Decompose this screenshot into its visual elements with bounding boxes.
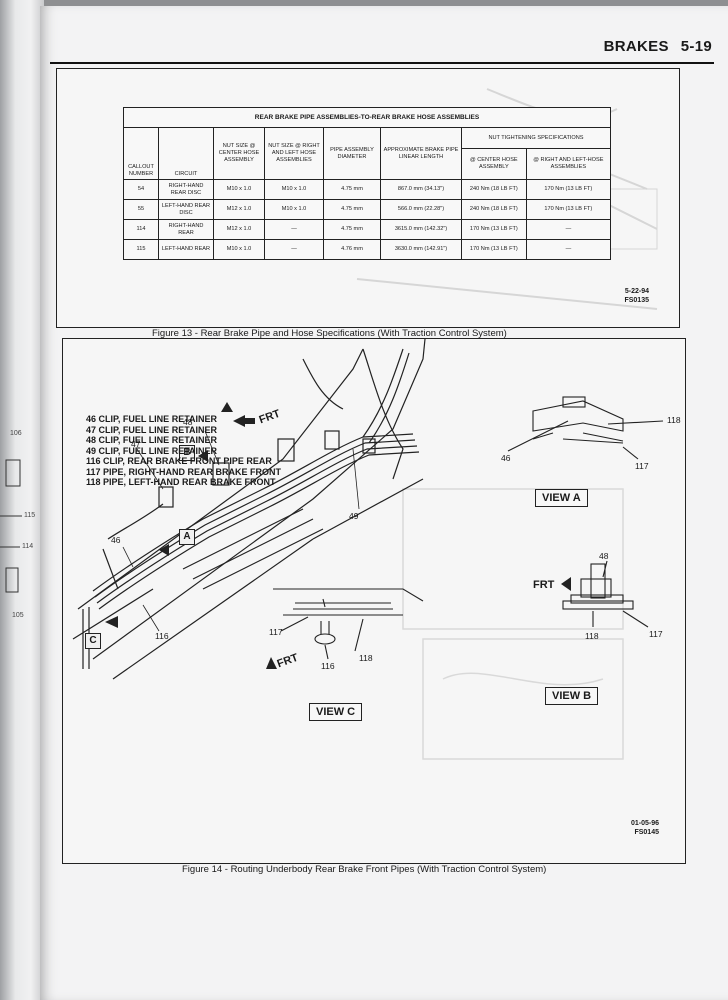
- view-marker-b: B: [179, 445, 195, 461]
- table-row: 54 RIGHT-HAND REAR DISC M10 x 1.0 M10 x …: [123, 179, 612, 200]
- manual-page: BRAKES 5-19 REAR BRAKE PIPE ASSEMBLIES-TO…: [40, 6, 728, 1000]
- header-rule: [50, 62, 714, 64]
- legend-item: 49 CLIP, FUEL LINE RETAINER: [86, 445, 218, 456]
- left-page-edge: 106 115 114 105: [0, 0, 44, 1000]
- callout-48: 48: [183, 417, 193, 427]
- view-a-label: VIEW A: [535, 489, 588, 507]
- cell: —: [264, 219, 324, 240]
- callout-46: 46: [111, 535, 121, 545]
- cell: 170 Nm (13 LB FT): [461, 239, 527, 260]
- frt-label: FRT: [533, 579, 555, 591]
- cell: 54: [123, 179, 159, 200]
- view-b-label: VIEW B: [545, 687, 599, 705]
- figure-13-caption: Figure 13 - Rear Brake Pipe and Hose Spe…: [152, 328, 507, 339]
- col-header: NUT SIZE @ CENTER HOSE ASSEMBLY: [213, 127, 265, 180]
- col-header: PIPE ASSEMBLY DIAMETER: [323, 127, 381, 180]
- cell: 867.0 mm (34.13"): [380, 179, 462, 200]
- stamp-code: FS0135: [624, 297, 649, 304]
- left-page-mark: 115: [24, 512, 36, 519]
- cell: M12 x 1.0: [213, 199, 265, 220]
- table-row: 55 LEFT-HAND REAR DISC M12 x 1.0 M10 x 1…: [123, 199, 612, 220]
- legend-item: 116 CLIP, REAR BRAKE FRONT PIPE REAR: [86, 456, 272, 466]
- left-page-mark: 106: [10, 430, 22, 437]
- callout-116: 116: [321, 661, 335, 671]
- cell: 4.75 mm: [323, 219, 381, 240]
- figure-14-stamp: 01-05-96 FS0145: [631, 819, 659, 837]
- col-header: CIRCUIT: [158, 127, 214, 180]
- callout-46: 46: [501, 453, 511, 463]
- cell: M10 x 1.0: [264, 179, 324, 200]
- stamp-code: FS0145: [634, 829, 659, 836]
- legend-item: 118 PIPE, LEFT-HAND REAR BRAKE FRONT: [86, 477, 276, 487]
- underbody-routing-drawing: [72, 339, 664, 760]
- cell: M10 x 1.0: [213, 239, 265, 260]
- legend-item: 46 CLIP, FUEL LINE RETAINER: [86, 414, 218, 424]
- view-c-label: VIEW C: [309, 703, 363, 721]
- cell: 3630.0 mm (142.91"): [380, 239, 462, 260]
- cell: 170 Nm (13 LB FT): [525, 199, 612, 220]
- cell: 170 Nm (13 LB FT): [461, 219, 527, 240]
- callout-116: 116: [155, 631, 169, 641]
- cell: 4.75 mm: [323, 179, 381, 200]
- spec-table: REAR BRAKE PIPE ASSEMBLIES-TO-REAR BRAKE…: [123, 107, 612, 260]
- section-title: BRAKES: [603, 38, 669, 55]
- col-header: NUT SIZE @ RIGHT AND LEFT HOSE ASSEMBLIE…: [264, 127, 324, 180]
- legend-item: 117 PIPE, RIGHT-HAND REAR BRAKE FRONT: [86, 466, 282, 477]
- table-row: 114 RIGHT-HAND REAR M12 x 1.0 — 4.75 mm …: [123, 219, 612, 240]
- callout-49: 49: [349, 511, 359, 521]
- callout-118: 118: [585, 631, 599, 641]
- left-page-mark: 105: [12, 612, 24, 619]
- col-header: APPROXIMATE BRAKE PIPE LINEAR LENGTH: [380, 127, 462, 180]
- cell: —: [264, 239, 324, 260]
- table-title: REAR BRAKE PIPE ASSEMBLIES-TO-REAR BRAKE…: [123, 107, 611, 128]
- cell: M12 x 1.0: [213, 219, 265, 240]
- callout-48: 48: [599, 551, 609, 561]
- cell: 55: [123, 199, 159, 220]
- cell: 115: [123, 239, 159, 260]
- cell: 114: [123, 219, 159, 240]
- cell: 4.75 mm: [323, 199, 381, 220]
- figure-13: REAR BRAKE PIPE ASSEMBLIES-TO-REAR BRAKE…: [56, 68, 680, 328]
- view-marker-c: C: [85, 633, 101, 649]
- cell: M10 x 1.0: [264, 199, 324, 220]
- cell: —: [525, 239, 612, 260]
- cell: RIGHT-HAND REAR DISC: [158, 179, 214, 200]
- cell: LEFT-HAND REAR DISC: [158, 199, 214, 220]
- figure-14-caption: Figure 14 - Routing Underbody Rear Brake…: [182, 864, 547, 875]
- cell: 240 Nm (18 LB FT): [461, 179, 527, 200]
- figure-14: 48 47 49 46 116 46 118 117 48 117 118 11…: [62, 338, 686, 864]
- col-header: @ RIGHT AND LEFT-HOSE ASSEMBLIES: [525, 148, 612, 180]
- view-marker-a: A: [179, 529, 195, 545]
- callout-117: 117: [649, 629, 663, 639]
- col-header: CALLOUT NUMBER: [123, 127, 159, 180]
- col-header: @ CENTER HOSE ASSEMBLY: [461, 148, 527, 180]
- page-header: BRAKES 5-19: [604, 38, 712, 55]
- callout-118: 118: [667, 415, 681, 425]
- left-page-mark: 114: [22, 543, 34, 550]
- cell: LEFT-HAND REAR: [158, 239, 214, 260]
- callout-117: 117: [635, 461, 649, 471]
- cell: 566.0 mm (22.28"): [380, 199, 462, 220]
- cell: —: [525, 219, 612, 240]
- cell: M10 x 1.0: [213, 179, 265, 200]
- stamp-date: 5-22-94: [624, 288, 649, 295]
- page-number: 5-19: [680, 38, 712, 55]
- cell: 240 Nm (18 LB FT): [461, 199, 527, 220]
- cell: 3615.0 mm (142.32"): [380, 219, 462, 240]
- table-row: 115 LEFT-HAND REAR M10 x 1.0 — 4.76 mm 3…: [123, 239, 612, 260]
- figure-13-stamp: 5-22-94 FS0135: [624, 287, 649, 305]
- legend-item: 47 CLIP, FUEL LINE RETAINER: [86, 424, 218, 435]
- callout-47: 47: [131, 439, 141, 449]
- group-header: NUT TIGHTENING SPECIFICATIONS: [461, 127, 611, 149]
- cell: 4.76 mm: [323, 239, 381, 260]
- figure-14-legend: 46 CLIP, FUEL LINE RETAINER 47 CLIP, FUE…: [86, 414, 281, 488]
- legend-item: 48 CLIP, FUEL LINE RETAINER: [86, 435, 218, 445]
- callout-118: 118: [359, 653, 373, 663]
- callout-117: 117: [269, 627, 283, 637]
- cell: RIGHT-HAND REAR: [158, 219, 214, 240]
- stamp-date: 01-05-96: [630, 820, 659, 827]
- cell: 170 Nm (13 LB FT): [525, 179, 612, 200]
